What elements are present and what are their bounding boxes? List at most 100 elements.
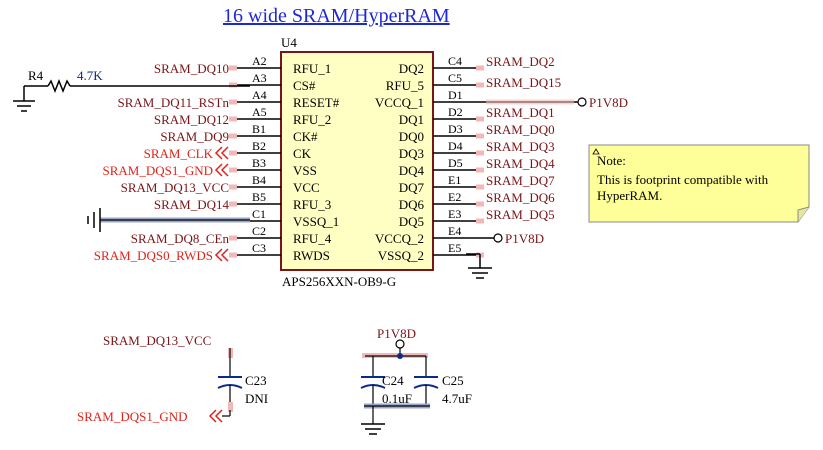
pin-name: DQ3 [399,146,424,161]
pin-number: A5 [252,105,267,119]
c24-value: 0.1uF [382,391,412,406]
caps-power-net: P1V8D [377,326,416,341]
vssq1-ground-symbol [87,208,250,232]
pin-number: D2 [448,105,463,119]
note-box[interactable] [588,144,810,223]
pin-name: VSSQ_1 [293,214,339,229]
decoupling-caps[interactable] [360,339,439,435]
pin-name: RFU_3 [293,197,331,212]
net-label: SRAM_DQ11_RSTn [118,95,230,110]
u4-body[interactable] [280,51,434,271]
net-label: SRAM_DQ10 [154,61,229,76]
net-label: SRAM_DQ9 [160,129,229,144]
pin-name: VCCQ_1 [375,95,424,110]
pin-name: VCC [293,180,320,195]
pin-name: RFU_2 [293,112,331,127]
r4-resistor[interactable] [23,78,250,101]
pin-number: D3 [448,122,463,136]
pin-number: E3 [448,207,461,221]
pin-number: C5 [448,71,462,85]
pin-number: C4 [448,54,462,68]
pin-number: B3 [252,156,266,170]
pin-number: D5 [448,156,463,170]
pin-number: C1 [252,207,266,221]
net-label: P1V8D [505,231,544,246]
pin-number: B4 [252,173,266,187]
c23-capacitor[interactable] [217,348,243,412]
pin-name: DQ7 [399,180,425,195]
net-label: SRAM_DQ8_CEn [131,231,230,246]
pin-number: C3 [252,241,266,255]
net-label: SRAM_CLK [144,146,214,161]
pin-name: DQ1 [399,112,424,127]
net-label: SRAM_DQ13_VCC [121,180,229,195]
c23-top-net: SRAM_DQ13_VCC [103,333,211,348]
c25-ref: C25 [442,373,464,388]
pin-name: CK# [293,129,318,144]
net-label: SRAM_DQ6 [486,190,555,205]
pin-name: RWDS [293,248,330,263]
pin-number: B2 [252,139,266,153]
pin-name: DQ6 [399,197,425,212]
pin-name: CK [293,146,312,161]
c23-bottom-net: SRAM_DQS1_GND [77,409,188,424]
pin-number: E2 [448,190,461,204]
net-label: P1V8D [589,95,628,110]
pin-name: RESET# [293,95,340,110]
net-label: SRAM_DQ15 [486,75,561,90]
note-heading: Note: [597,153,626,168]
u4-right-pins: SRAM_DQ2C4DQ2SRAM_DQ15C5RFU_5P1V8DD1VCCQ… [375,54,628,263]
c23-bottom-port-chevron [208,409,231,423]
pin-name: DQ4 [399,163,425,178]
c23-ref: C23 [245,373,267,388]
pin-number: B1 [252,122,266,136]
net-label: SRAM_DQ7 [486,173,555,188]
net-label: SRAM_DQ0 [486,122,555,137]
net-label: SRAM_DQ5 [486,207,555,222]
pin-name: VSSQ_2 [378,248,424,263]
pin-number: A4 [252,88,267,102]
net-label: SRAM_DQ1 [486,105,555,120]
r4-value: 4.7K [77,68,103,83]
pin-name: RFU_4 [293,231,332,246]
sheet-title: 16 wide SRAM/HyperRAM [223,5,450,27]
pin-name: RFU_1 [293,61,331,76]
r4-ref: R4 [28,68,44,83]
pin-number: E5 [448,241,461,255]
pin-number: C2 [252,224,266,238]
pin-number: A2 [252,54,267,68]
pin-name: VSS [293,163,317,178]
pin-number: E1 [448,173,461,187]
note-line-1: This is footprint compatible with [597,172,769,187]
u4-ref: U4 [281,35,297,50]
pin-number: A3 [252,71,267,85]
pin-name: DQ5 [399,214,424,229]
vssq2-ground-symbol [466,253,492,279]
pin-name: CS# [293,78,316,93]
